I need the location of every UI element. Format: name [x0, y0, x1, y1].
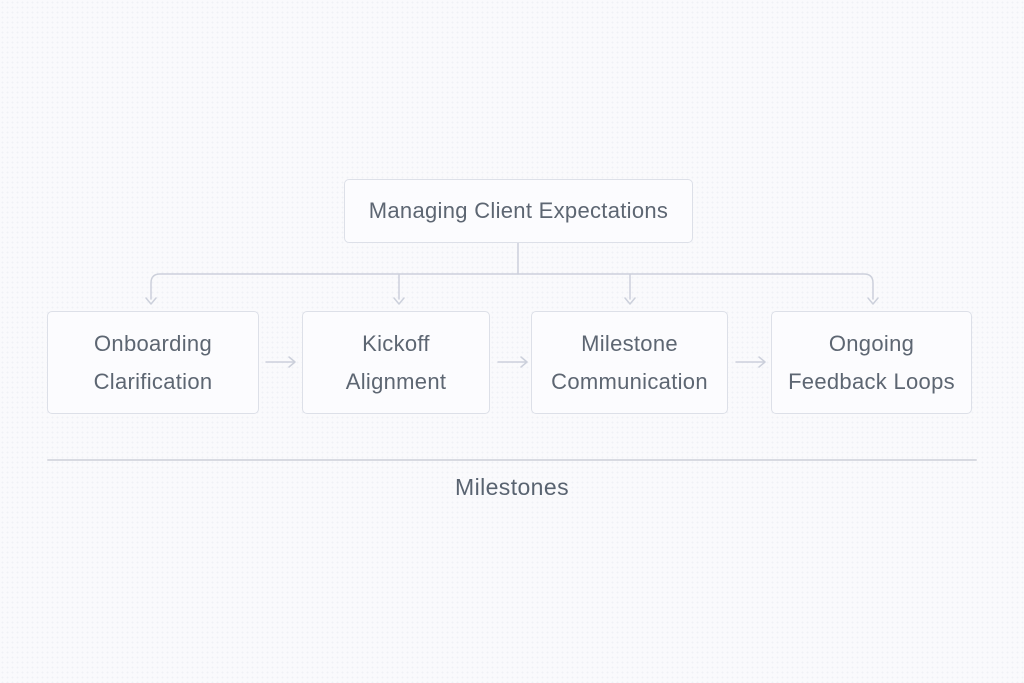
- node-ongoing-feedback-loops: Ongoing Feedback Loops: [771, 311, 972, 414]
- node-title-label: Managing Client Expectations: [368, 198, 669, 223]
- node-label-line2: Alignment: [345, 368, 447, 394]
- node-title: Managing Client Expectations: [344, 179, 693, 243]
- node-label-line1: Onboarding: [94, 330, 212, 356]
- section-divider: [47, 459, 977, 461]
- arrowhead-down-2: [393, 297, 405, 305]
- arrowhead-down-3: [624, 297, 636, 305]
- node-label-line2: Feedback Loops: [788, 368, 955, 394]
- connector-branch-bar: [150, 273, 874, 300]
- arrowhead-down-4: [867, 297, 879, 305]
- arrow-step1-step2: [265, 356, 296, 368]
- arrow-step2-step3: [497, 356, 528, 368]
- node-milestone-communication: Milestone Communication: [531, 311, 728, 414]
- node-label-line2: Communication: [551, 368, 708, 394]
- node-label-line1: Milestone: [581, 330, 678, 356]
- node-label-line1: Kickoff: [362, 330, 430, 356]
- arrow-step3-step4: [735, 356, 766, 368]
- node-kickoff-alignment: Kickoff Alignment: [302, 311, 490, 414]
- arrowhead-down-1: [145, 297, 157, 305]
- node-label-line2: Clarification: [93, 368, 213, 394]
- milestones-label: Milestones: [455, 474, 569, 500]
- node-onboarding-clarification: Onboarding Clarification: [47, 311, 259, 414]
- node-label-line1: Ongoing: [828, 330, 915, 356]
